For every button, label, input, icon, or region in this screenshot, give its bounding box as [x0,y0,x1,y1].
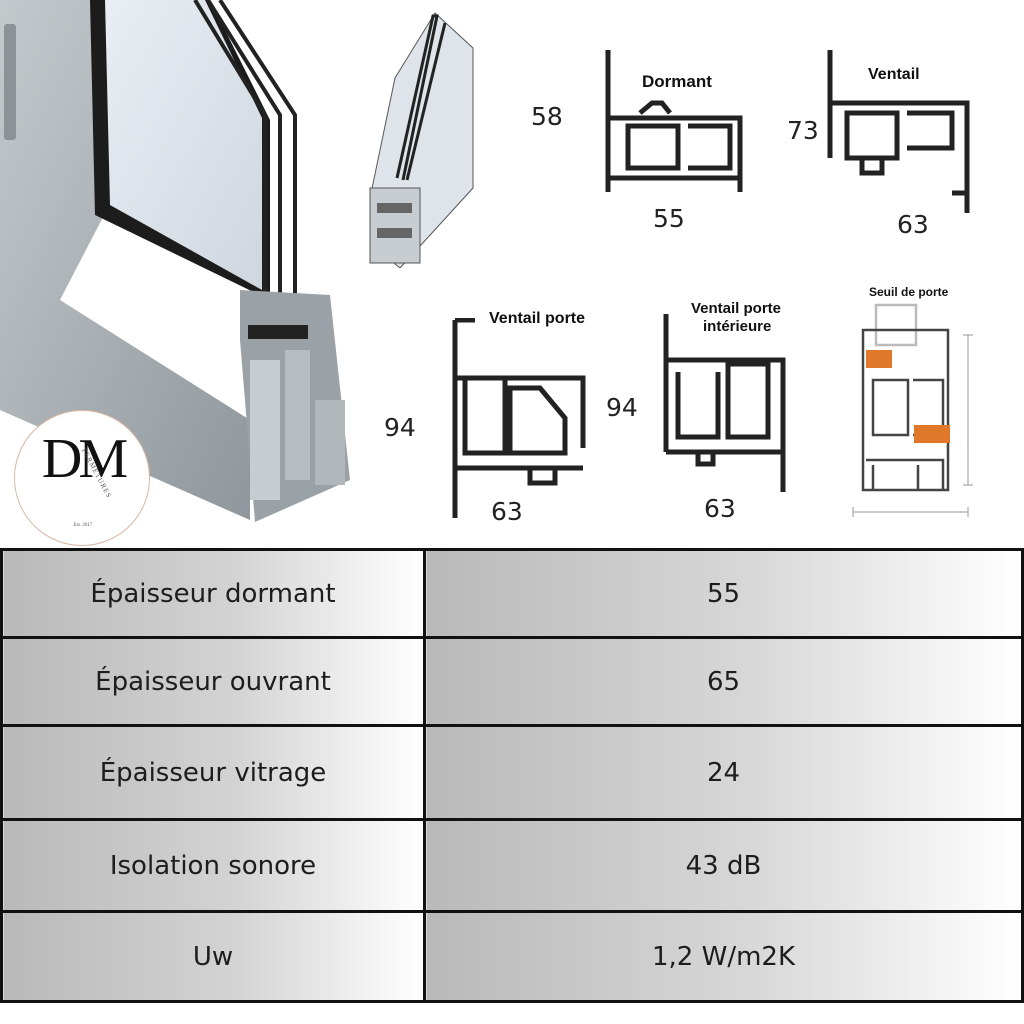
ventail-porte-interieure-width-value: 63 [704,494,736,523]
spec-label: Épaisseur ouvrant [0,636,426,727]
ventail-porte-profile-drawing [452,318,586,518]
logo-established: Est. 2017 [73,523,93,528]
logo-letters: DM [41,428,128,490]
profile-3d-thumbnail [369,12,474,268]
spec-label: Épaisseur dormant [0,548,426,639]
spec-value: 24 [423,724,1024,821]
spec-value: 65 [423,636,1024,727]
seuil-de-porte-drawing [852,303,973,517]
table-row: Uw 1,2 W/m2K [0,910,1024,1003]
ventail-porte-width-value: 63 [491,497,523,526]
table-row: Épaisseur ouvrant 65 [0,636,1024,727]
table-row: Isolation sonore 43 dB [0,818,1024,913]
spec-label: Isolation sonore [0,818,426,913]
spec-label: Uw [0,910,426,1003]
dormant-width-value: 55 [653,204,685,233]
ventail-porte-interieure-height-value: 94 [606,393,638,422]
ventail-porte-interieure-label-line1: Ventail porte [691,300,782,317]
ventail-profile-drawing [827,50,970,213]
spec-value: 55 [423,548,1024,639]
dormant-label: Dormant [642,72,712,91]
ventail-porte-interieure-label-line2: intérieure [703,318,772,335]
ventail-porte-label: Ventail porte [489,310,586,327]
spec-value: 43 dB [423,818,1024,913]
ventail-height-value: 73 [787,116,819,145]
spec-value: 1,2 W/m2K [423,910,1024,1003]
dm-fermetures-logo: DM FERMETURES Est. 2017 [14,410,150,546]
specs-table: Épaisseur dormant 55 Épaisseur ouvrant 6… [0,548,1024,1003]
ventail-width-value: 63 [897,210,929,239]
ventail-label: Ventail [868,66,920,83]
dormant-height-value: 58 [531,102,563,131]
seuil-de-porte-label: Seuil de porte [869,285,949,299]
dormant-profile-drawing [605,50,743,192]
window-corner-render [0,0,350,522]
ventail-porte-interieure-profile-drawing [663,314,786,492]
ventail-porte-height-value: 94 [384,413,416,442]
product-visuals: Dormant 58 55 Ventail 73 63 Ventail port… [0,0,973,546]
spec-label: Épaisseur vitrage [0,724,426,821]
table-row: Épaisseur dormant 55 [0,548,1024,639]
table-row: Épaisseur vitrage 24 [0,724,1024,821]
